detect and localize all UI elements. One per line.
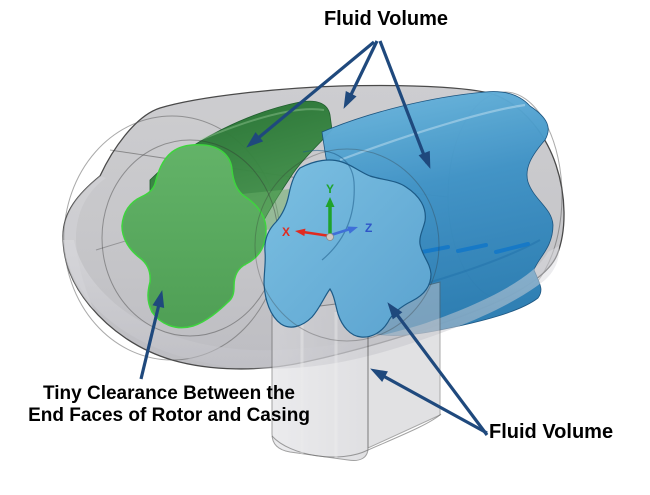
blue-rotor-body-highlight <box>339 103 526 162</box>
port-front-face <box>271 299 369 461</box>
annotation-arrows <box>139 40 489 436</box>
green-rotor-face <box>121 144 267 329</box>
arrow-top-to-blue-rotor <box>378 40 431 169</box>
blue-rotor-face <box>263 159 432 338</box>
tiny-clearance-label-line2: End Faces of Rotor and Casing <box>28 405 310 426</box>
axis-x-arrowhead <box>295 228 306 237</box>
arrow-br-to-blue-rotor <box>387 302 489 436</box>
fluid-volume-bottom-label: Fluid Volume <box>489 421 614 443</box>
port-bottom-rim <box>271 413 442 458</box>
axis-z-shaft <box>330 227 351 237</box>
blue-bore-edge <box>254 148 440 342</box>
tiny-clearance-label-line1: Tiny Clearance Between the <box>42 383 296 404</box>
axis-y-label: Y <box>326 182 334 196</box>
arrow-top-to-green-rotor <box>246 40 376 148</box>
arrow-clearance-to-rotor-face <box>139 290 165 380</box>
blue-rotor-rear-lobe-outline <box>302 150 355 261</box>
axis-x-label: X <box>282 225 290 239</box>
tiny-clearance-label: Tiny Clearance Between the End Faces of … <box>4 383 334 427</box>
triad-origin <box>326 233 334 241</box>
fluid-volume-top-label: Fluid Volume <box>323 8 449 30</box>
axis-z-label: Z <box>365 221 372 235</box>
green-rotor-body-highlight <box>199 108 325 141</box>
axis-y-arrowhead <box>325 197 335 207</box>
axis-z-arrowhead <box>347 226 358 234</box>
port-duct <box>271 281 442 461</box>
casing-left-cap-glass <box>63 176 106 310</box>
coordinate-triad: Y X Z <box>282 182 372 241</box>
arrow-br-to-port <box>370 368 488 435</box>
blue-rotor-helix-dashes <box>420 242 530 254</box>
port-inner-streaks <box>300 312 338 458</box>
arrow-top-to-casing <box>343 40 379 109</box>
axis-x-shaft <box>302 230 331 238</box>
